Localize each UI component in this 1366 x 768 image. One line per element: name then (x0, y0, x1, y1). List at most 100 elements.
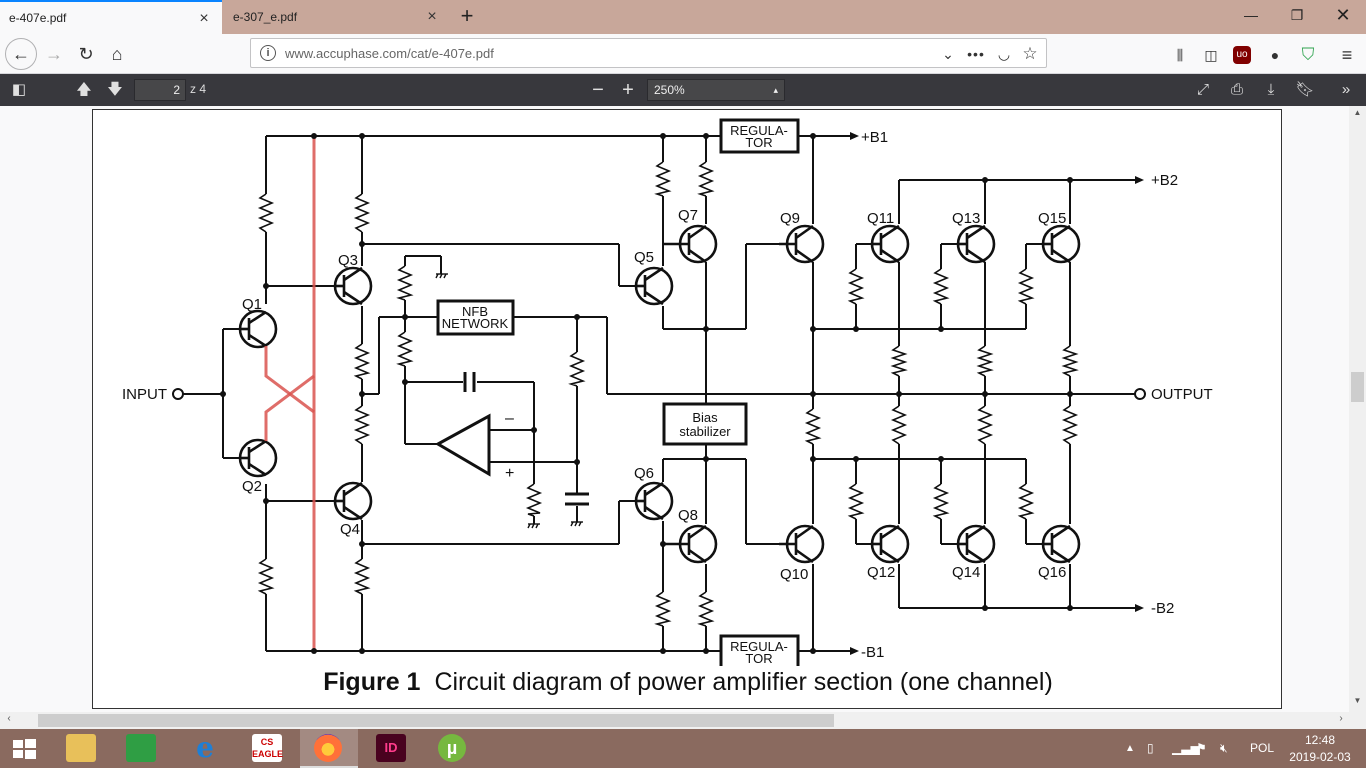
bookmark-star-icon[interactable]: ☆ (1022, 44, 1038, 63)
taskbar-store[interactable] (112, 729, 170, 768)
bias-stabilizer-box (662, 402, 748, 446)
transistor-q4 (333, 481, 373, 521)
label-q11: Q11 (867, 210, 894, 227)
figure-caption-text: Circuit diagram of power amplifier secti… (434, 668, 1053, 696)
folder-icon (66, 734, 96, 762)
label-q6: Q6 (634, 465, 654, 482)
regulator-top-label-1: REGULA- (730, 123, 788, 138)
vertical-scrollbar[interactable]: ▲ ▼ (1349, 106, 1366, 712)
language-indicator[interactable]: POL (1250, 741, 1275, 755)
shield-icon[interactable]: ⛉ (1301, 45, 1315, 64)
arrow-down-icon[interactable]: 🡇 (107, 81, 123, 98)
rail-pos-b1-label: +B1 (861, 129, 888, 146)
horizontal-scroll-thumb[interactable] (38, 714, 834, 727)
download-icon[interactable]: ⤓ (1267, 81, 1275, 98)
print-icon[interactable]: ⎙ (1230, 81, 1243, 98)
nfb-label-2: NETWORK (442, 316, 509, 331)
transistor-q11 (870, 224, 910, 264)
vertical-scroll-thumb[interactable] (1351, 372, 1364, 402)
new-tab-button[interactable]: + (460, 3, 474, 28)
window-maximize-button[interactable]: ❐ (1290, 7, 1304, 23)
transistor-q1 (238, 309, 278, 349)
regulator-top-box (719, 118, 800, 154)
zoom-value: 250% (654, 83, 685, 97)
zoom-out-button[interactable]: − (592, 79, 604, 101)
scroll-left-arrow-icon[interactable]: ‹ (7, 713, 11, 724)
clock-time[interactable]: 12:48 (1304, 733, 1336, 747)
navigation-toolbar: ← → ↻ ⌂ i www.accuphase.com/cat/e-407e.p… (0, 34, 1366, 74)
utorrent-icon: µ (438, 734, 466, 762)
forward-button[interactable]: → (45, 44, 63, 64)
nfb-network-box (436, 299, 515, 336)
transistor-q15 (1041, 224, 1081, 264)
window-minimize-button[interactable]: — (1244, 7, 1258, 23)
ublock-icon[interactable]: uo (1233, 46, 1251, 64)
zoom-in-button[interactable]: + (622, 79, 634, 101)
device-icon[interactable]: ▯ (1147, 741, 1154, 755)
reload-button[interactable]: ↻ (78, 44, 94, 64)
page-actions-icon[interactable]: ••• (967, 46, 985, 62)
scroll-right-arrow-icon[interactable]: › (1339, 713, 1343, 724)
indesign-icon: ID (376, 734, 406, 762)
tray-chevron-up-icon[interactable]: ▲ (1125, 743, 1135, 754)
opamp-minus-label: – (505, 410, 514, 427)
taskbar-internet-explorer[interactable]: e (176, 729, 234, 768)
bookmark-icon[interactable]: 🔖︎ (1295, 81, 1315, 98)
toggle-sidebar-icon[interactable]: ◧ (11, 81, 27, 98)
taskbar-file-explorer[interactable] (52, 729, 110, 768)
output-label: OUTPUT (1151, 386, 1213, 403)
pdf-page: – + (92, 109, 1282, 709)
pdf-viewer[interactable]: – + (0, 106, 1366, 712)
label-q13: Q13 (952, 210, 980, 227)
site-info-icon[interactable]: i (260, 45, 276, 61)
page-number-input[interactable]: 2 (134, 79, 186, 101)
hamburger-menu-icon[interactable]: ≡ (1341, 45, 1353, 65)
tab-close-icon[interactable]: × (199, 10, 209, 27)
scroll-down-arrow-icon[interactable]: ▼ (1353, 696, 1362, 705)
home-button[interactable]: ⌂ (111, 44, 123, 64)
volume-muted-icon[interactable]: 🔇︎ (1220, 741, 1228, 755)
signal-icon[interactable]: ▁▃▅ (1172, 741, 1200, 755)
pocket-icon[interactable]: ◡ (997, 46, 1011, 62)
clock-date[interactable]: 2019-02-03 (1289, 750, 1351, 764)
url-bar[interactable]: i www.accuphase.com/cat/e-407e.pdf ⌄ •••… (250, 38, 1047, 68)
label-q10: Q10 (780, 566, 808, 583)
eagle-icon: CS EAGLE (252, 734, 283, 762)
tab-e-307e[interactable]: e-307_e.pdf × (224, 0, 450, 34)
window-close-button[interactable]: ✕ (1335, 5, 1351, 25)
regulator-bottom-box (719, 634, 800, 666)
extension-icon[interactable]: ● (1270, 47, 1280, 63)
tab-e-407e[interactable]: e-407e.pdf × (0, 0, 222, 34)
sidebar-icon[interactable]: ◫ (1204, 47, 1218, 63)
arrow-up-icon[interactable]: 🡅 (76, 81, 92, 98)
chevron-down-icon[interactable]: ⌄ (942, 46, 954, 62)
windows-taskbar: e CS EAGLE ID µ ▲ ▯ ▁▃▅ ⚑ 🔇︎ POL 12:48 2… (0, 729, 1366, 768)
opamp-triangle (434, 413, 491, 477)
store-icon (126, 734, 156, 762)
tab-close-icon[interactable]: × (427, 8, 437, 25)
label-q5: Q5 (634, 249, 654, 266)
windows-start-icon[interactable] (0, 729, 48, 768)
url-text[interactable]: www.accuphase.com/cat/e-407e.pdf (285, 46, 494, 61)
taskbar-eagle[interactable]: CS EAGLE (238, 729, 296, 768)
tools-chevron-icon[interactable]: » (1341, 81, 1351, 98)
flag-icon[interactable]: ⚑ (1196, 741, 1207, 755)
rail-wires (183, 135, 1136, 652)
label-q14: Q14 (952, 564, 980, 581)
tab-title: e-307_e.pdf (233, 10, 298, 24)
back-button[interactable]: ← (5, 38, 37, 70)
scroll-up-arrow-icon[interactable]: ▲ (1353, 108, 1362, 117)
page-count: z 4 (190, 82, 207, 96)
horizontal-scrollbar[interactable]: ‹ › (0, 712, 1366, 729)
taskbar-indesign[interactable]: ID (362, 729, 420, 768)
taskbar-firefox[interactable] (300, 729, 358, 768)
junction-dots (220, 133, 1073, 654)
transistor-q13 (956, 224, 996, 264)
presentation-mode-icon[interactable]: ⤢ (1196, 81, 1209, 98)
label-q2: Q2 (242, 478, 262, 495)
taskbar-utorrent[interactable]: µ (424, 729, 482, 768)
label-q16: Q16 (1038, 564, 1066, 581)
input-terminal (172, 388, 184, 400)
library-icon[interactable]: ⫼ (1176, 47, 1184, 63)
zoom-select[interactable]: 250% ▴ (647, 79, 785, 101)
